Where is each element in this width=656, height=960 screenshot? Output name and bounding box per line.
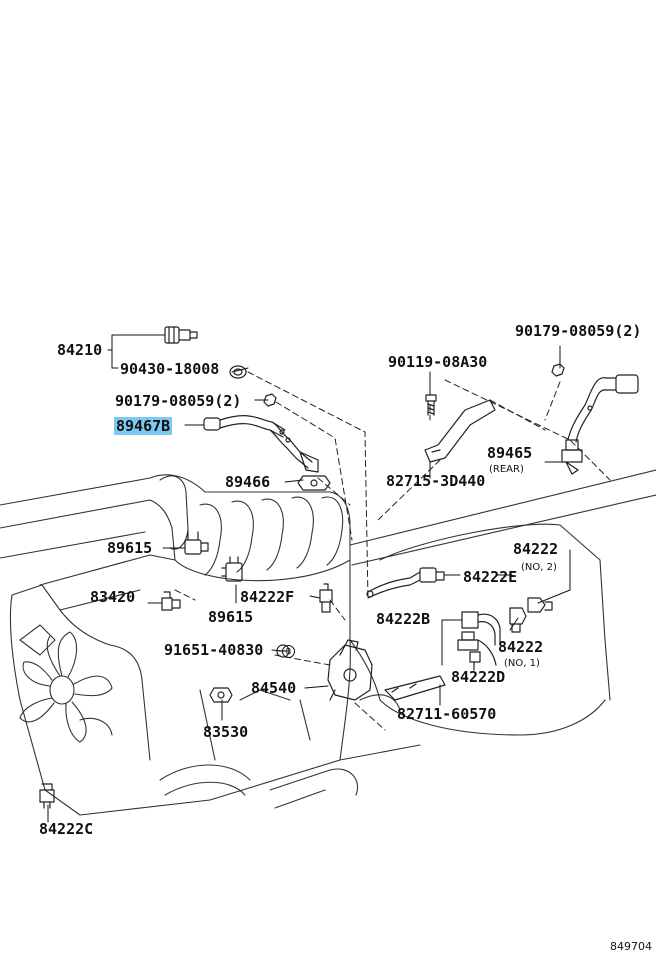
part-sublabel-rear: (REAR): [489, 464, 524, 475]
part-label-82715-3d440[interactable]: 82715-3D440: [386, 472, 486, 490]
nut-b: [551, 363, 565, 377]
part-label-89465[interactable]: 89465: [487, 444, 533, 462]
switch-84540-graphic: [327, 639, 373, 701]
part-label-90179-08059-a[interactable]: 90179-08059(2): [115, 392, 242, 410]
sensor-89615a-graphic: [184, 531, 209, 555]
part-sublabel-no2: (NO, 2): [521, 562, 557, 573]
bracket-82715: [424, 399, 496, 463]
part-label-84222c[interactable]: 84222C: [39, 820, 94, 838]
part-label-84222-no2[interactable]: 84222: [513, 540, 559, 558]
sensor-89467b-graphic: [203, 415, 319, 473]
part-label-91651-40830[interactable]: 91651-40830: [164, 641, 264, 659]
engine-outline: [0, 469, 656, 816]
part-label-90179-08059-b[interactable]: 90179-08059(2): [515, 322, 642, 340]
switch-83530-graphic: [209, 687, 233, 703]
part-label-84222f[interactable]: 84222F: [240, 588, 295, 606]
switch-84222-no1-graphic: [509, 607, 527, 633]
switch-84222d-graphic: [469, 639, 497, 671]
part-label-83420[interactable]: 83420: [90, 588, 136, 606]
part-label-84222b[interactable]: 84222B: [376, 610, 431, 628]
switch-84222e-graphic: [366, 567, 445, 599]
switch-84222f-graphic: [319, 583, 333, 613]
part-label-89615-a[interactable]: 89615: [107, 539, 153, 557]
bracket-82711: [384, 675, 446, 701]
part-label-84222d[interactable]: 84222D: [451, 668, 506, 686]
switch-84222b-graphic: [457, 611, 501, 651]
part-label-89615-b[interactable]: 89615: [208, 608, 254, 626]
switch-84222-no2-graphic: [527, 597, 553, 613]
part-label-90430-18008[interactable]: 90430-18008: [120, 360, 220, 378]
bolt-90119: [425, 394, 437, 416]
part-label-90119-08a30[interactable]: 90119-08A30: [388, 353, 488, 371]
part-84210-graphic: [164, 326, 198, 344]
sensor-83420-graphic: [161, 591, 181, 611]
highlight-box: 89467B: [114, 417, 173, 435]
fan-graphic: [19, 631, 113, 743]
gasket-89466: [297, 475, 331, 491]
nut-a: [263, 393, 277, 407]
reference-b-mark: B: [282, 645, 295, 658]
figure-reference-number: 849704: [610, 940, 652, 953]
part-label-84222e[interactable]: 84222E: [463, 568, 518, 586]
part-label-89467b-highlighted[interactable]: 89467B: [114, 417, 173, 435]
part-label-84222-no1[interactable]: 84222: [498, 638, 544, 656]
gasket-ring: [229, 365, 247, 379]
sensor-89465-graphic: [561, 374, 639, 475]
part-label-84210[interactable]: 84210: [57, 341, 103, 359]
part-sublabel-no1: (NO, 1): [504, 658, 540, 669]
part-label-82711-60570[interactable]: 82711-60570: [397, 705, 497, 723]
switch-84222c-graphic: [39, 783, 55, 809]
part-label-89466[interactable]: 89466: [225, 473, 271, 491]
part-label-83530[interactable]: 83530: [203, 723, 249, 741]
sensor-89615b-graphic: [221, 556, 243, 582]
part-label-84540[interactable]: 84540: [251, 679, 297, 697]
